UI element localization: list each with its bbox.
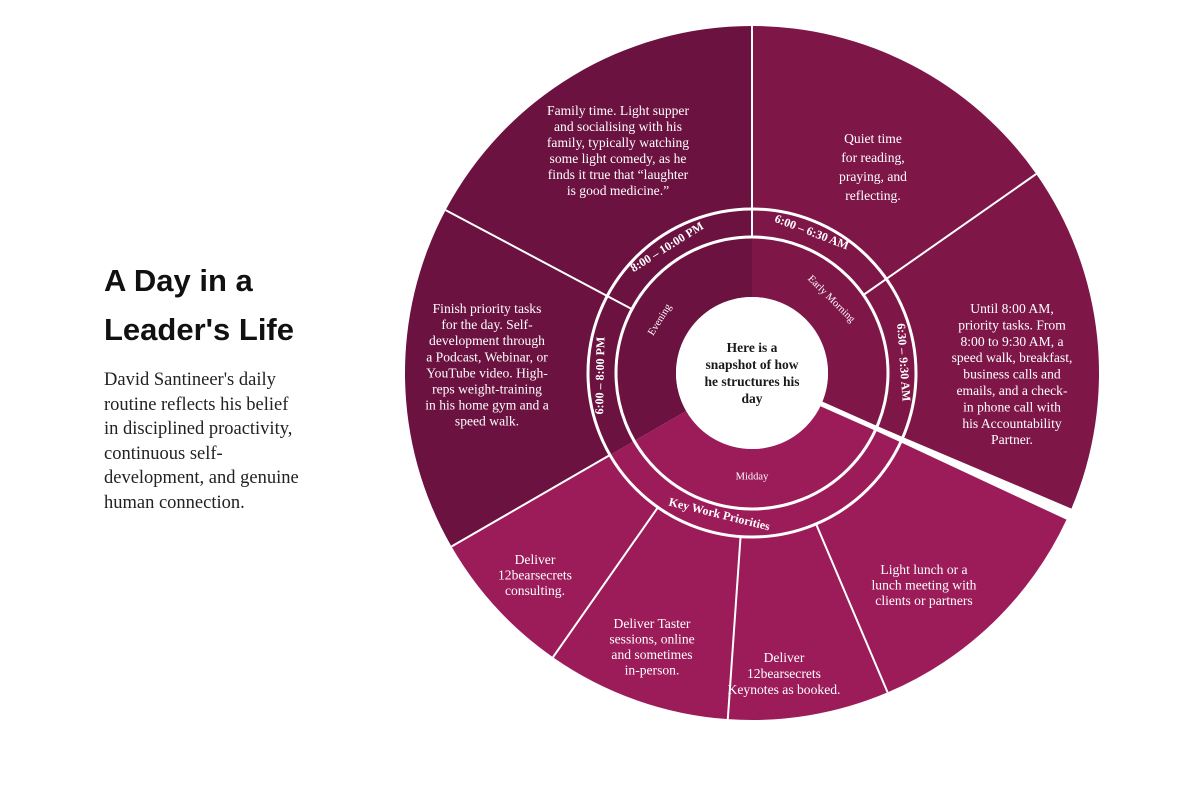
title-line: Leader's Life [104, 312, 294, 347]
segment-text: and sometimes [611, 647, 692, 662]
segment-text: clients or partners [875, 593, 972, 608]
segment-text: 12bearsecrets [498, 568, 572, 583]
segment-text: business calls and [963, 367, 1061, 382]
segment-text: lunch meeting with [872, 578, 977, 593]
wheel-dividers [445, 26, 1071, 720]
segment-text: YouTube video. High- [426, 365, 548, 380]
segment-keynotes [727, 523, 888, 720]
segment-text: family, typically watching [547, 135, 689, 150]
segment-text: Keynotes as booked. [728, 682, 841, 697]
title-line: A Day in a [104, 263, 253, 298]
segment-text: development through [429, 333, 545, 348]
time-label: 6:30 – 9:30 AM [894, 323, 913, 402]
segment-text: some light comedy, as he [550, 151, 687, 166]
segment-text: in-person. [625, 663, 680, 678]
segment-text: and socialising with his [554, 119, 682, 134]
center-caption: Here is a [727, 340, 778, 355]
period-label: Midday [736, 471, 769, 482]
segment-consulting [451, 455, 658, 658]
segment-text: Deliver [515, 552, 556, 567]
description-line: development, and genuine [104, 468, 299, 488]
time-divider [606, 295, 633, 311]
intro-panel: A Day in a Leader's Life David Santineer… [104, 256, 354, 515]
description-line: David Santineer's daily [104, 370, 276, 390]
segment-text: reflecting. [845, 188, 900, 203]
segment-text: for reading, [841, 150, 904, 165]
period-evening [616, 237, 752, 441]
segment-text: consulting. [505, 583, 565, 598]
segment-text: Partner. [991, 432, 1033, 447]
segment-divider [552, 506, 659, 658]
segment-text: 12bearsecrets [747, 666, 821, 681]
segment-text: Until 8:00 AM, [970, 301, 1053, 316]
segment-lunch [816, 442, 1067, 693]
segment-text: Family time. Light supper [547, 103, 689, 118]
time-label: 6:00 – 8:00 PM [592, 337, 607, 415]
segment-divider-thick [820, 401, 1071, 517]
segment-text: emails, and a check- [957, 383, 1068, 398]
segment-text: is good medicine.” [567, 183, 669, 198]
segment-text: priority tasks. From [958, 317, 1066, 332]
time-band-early-morning [752, 209, 887, 295]
segment-divider [450, 454, 611, 548]
description-line: in disciplined proactivity, [104, 419, 293, 439]
segment-text: for the day. Self- [441, 317, 533, 332]
segment-quiet-time [752, 26, 1037, 279]
segment-text: Light lunch or a [880, 562, 967, 577]
description-line: routine reflects his belief [104, 394, 289, 415]
segment-text: a Podcast, Webinar, or [426, 349, 548, 364]
segment-divider [445, 209, 608, 297]
center-caption: day [741, 391, 762, 406]
segment-divider [815, 523, 889, 693]
segment-text: Deliver [764, 650, 805, 665]
segment-text: speed walk, breakfast, [952, 350, 1073, 365]
description-line: human connection. [104, 492, 245, 513]
center-caption: he structures his [704, 374, 799, 389]
segment-text: reps weight-training [432, 382, 542, 397]
segment-text: finds it true that “laughter [548, 167, 689, 182]
segment-text: 8:00 to 9:30 AM, a [960, 334, 1063, 349]
center-hub [676, 297, 828, 449]
segment-divider [726, 536, 742, 720]
segment-text: Deliver Taster [614, 616, 691, 631]
page-title: A Day in a Leader's Life [104, 256, 354, 354]
time-divider [862, 278, 887, 296]
segment-text: Quiet time [844, 131, 902, 146]
segment-priority-tasks [886, 173, 1099, 509]
description-line: continuous self- [104, 443, 223, 464]
segment-text: speed walk. [455, 414, 519, 429]
time-band-morning [863, 278, 916, 438]
time-band-midday [609, 430, 901, 537]
segment-text: sessions, online [609, 632, 694, 647]
segment-text: Finish priority tasks [433, 301, 542, 316]
segment-family-time [445, 25, 752, 297]
segment-text: his Accountability [962, 416, 1062, 431]
segment-taster [552, 507, 741, 720]
segment-self-development [404, 210, 610, 547]
page-description: David Santineer's daily routine reflects… [104, 368, 354, 515]
segment-text: praying, and [839, 169, 907, 184]
time-band-late-evening [607, 209, 752, 310]
segment-text: in phone call with [963, 399, 1061, 414]
segment-divider [885, 173, 1037, 280]
center-caption: snapshot of how [705, 357, 798, 372]
segment-text: in his home gym and a [425, 398, 548, 413]
wheel-wedges [404, 25, 1099, 720]
period-midday [634, 405, 876, 509]
